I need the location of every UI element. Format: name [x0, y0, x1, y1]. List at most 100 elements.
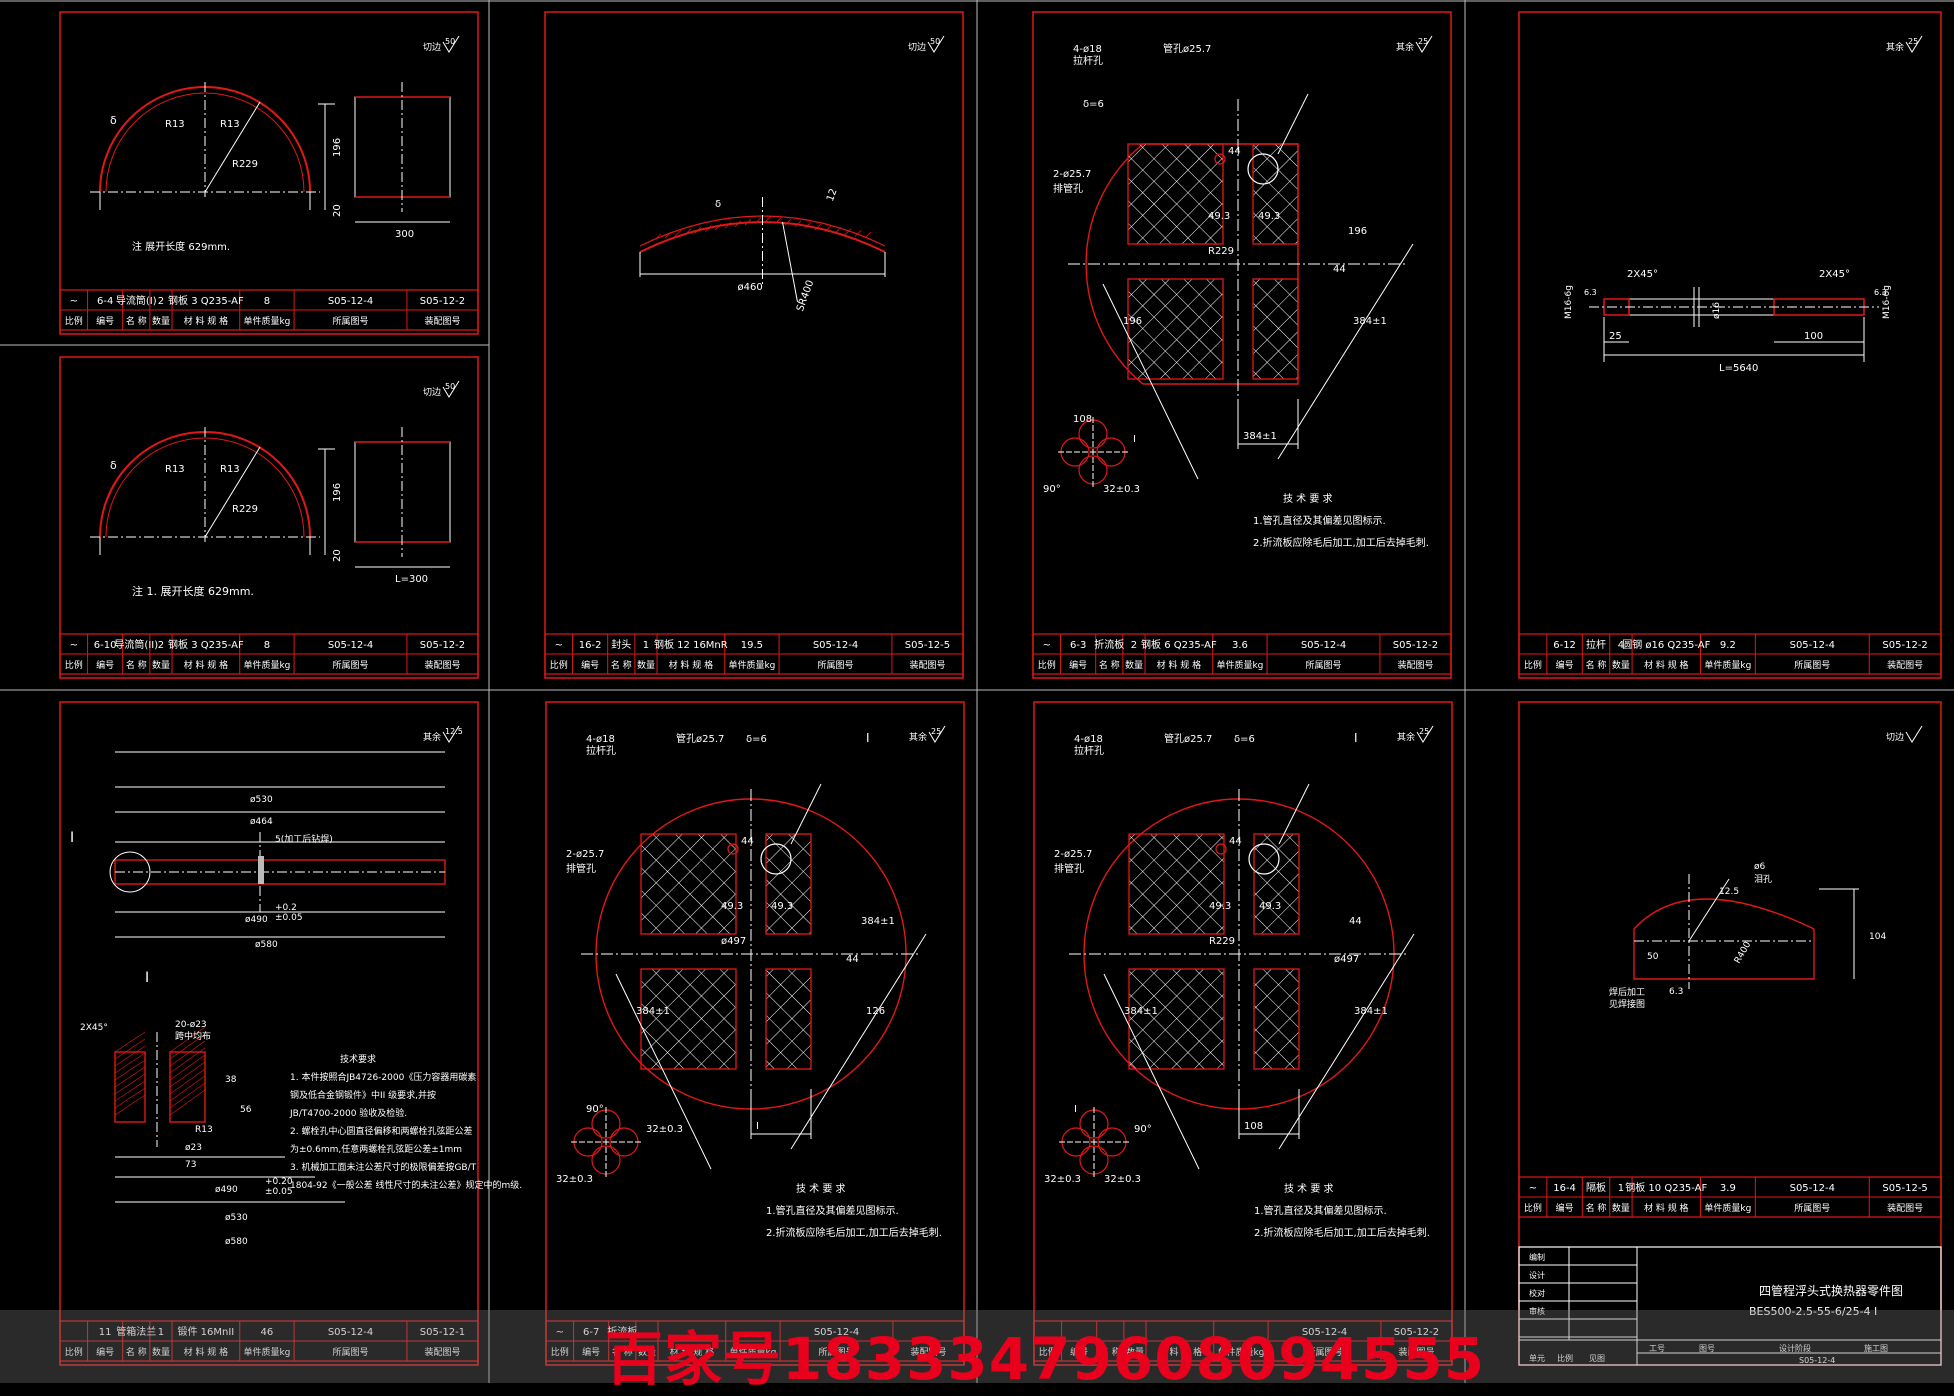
table-cell: 2 [158, 640, 164, 651]
drain-holes-label: 排管孔 [1054, 862, 1084, 875]
table-cell: 6-3 [1070, 640, 1086, 651]
diameter-label: ø530 [250, 795, 273, 805]
dimension-label: 108 [1244, 1121, 1263, 1132]
table-cell: 3.9 [1720, 1183, 1736, 1194]
dimension-label: 49.3 [1258, 211, 1280, 222]
table-cell: S05-12-4 [1790, 640, 1835, 651]
height-label: 196 [332, 483, 343, 502]
table-cell: 6-7 [583, 1327, 599, 1338]
table-cell: 2 [1131, 640, 1137, 651]
table-header: 材 料 规 格 [1157, 659, 1202, 671]
table-header: 名 称 [1586, 1202, 1607, 1214]
diameter-label: ø490 [245, 915, 268, 925]
table-header: 编号 [581, 659, 599, 671]
title-block-row: 设计 [1529, 1270, 1545, 1280]
title-block-footer: S05-12-4 [1799, 1356, 1835, 1365]
table-header: 所属图号 [1794, 660, 1830, 671]
table-cell: S05-12-5 [1882, 1183, 1927, 1194]
table-cell: ~ [70, 640, 78, 651]
table-header: 比例 [65, 659, 83, 671]
table-header: 所属图号 [818, 660, 854, 671]
dimension-label: 44 [1333, 264, 1346, 275]
table-header: 编号 [582, 1346, 600, 1358]
table-header: 材 料 规 格 [184, 1346, 229, 1358]
table-header: 名 称 [1100, 1346, 1121, 1358]
technical-note: 技 术 要 求 [796, 1182, 846, 1195]
table-cell: ~ [1043, 640, 1051, 651]
roughness-label: 切边 [423, 387, 441, 398]
table-header: 数量 [152, 1346, 170, 1358]
roughness-value: 12.5 [1719, 887, 1739, 897]
title-block-footer: 施工图 [1864, 1343, 1888, 1353]
table-header: 编号 [1556, 659, 1574, 671]
height-label: 50 [1647, 952, 1659, 962]
diameter-label: ø580 [255, 940, 278, 950]
thread-label: M16-6g [1882, 285, 1892, 319]
technical-note: 钢及低合金钢锻件》中II 级要求,并按 [290, 1089, 436, 1101]
roughness-value: 25 [1908, 37, 1918, 46]
drawing-sheet-h: 其余25比例编号名 称数量材 料 规 格单件质量kgS05-12-4所属图号S0… [1033, 701, 1453, 1366]
title-block-footer: 见图 [1589, 1354, 1605, 1363]
roughness-value: 25 [1418, 37, 1428, 46]
table-cell: 9.2 [1720, 640, 1736, 651]
table-header: 名 称 [1586, 659, 1607, 671]
table-cell: 钢板 10 Q235-AF [1625, 1181, 1707, 1194]
roughness-value: 6.3 [1669, 987, 1683, 997]
table-header: 单件质量kg [1216, 659, 1263, 671]
table-cell: 钢板 3 Q235-AF [168, 638, 244, 651]
dimension-label: 384±1 [861, 916, 895, 927]
table-cell: S05-12-4 [814, 1327, 859, 1338]
tie-rod-holes-label: 4-ø18 [1073, 44, 1102, 55]
table-cell: 2 [158, 296, 164, 307]
hole-label: 泪孔 [1754, 873, 1772, 885]
length-label: 25 [1609, 331, 1622, 342]
table-header: 比例 [1524, 1202, 1542, 1214]
dimension-label: 44 [846, 954, 859, 965]
roughness-value: 25 [931, 727, 941, 736]
table-cell: 导流筒(I) [116, 294, 157, 307]
height-label: 20 [332, 549, 343, 562]
table-cell: S05-12-1 [420, 1327, 465, 1338]
title-block-row: 审核 [1529, 1306, 1545, 1316]
tie-rod-holes-label: 拉杆孔 [586, 744, 616, 757]
diameter-label: ø580 [225, 1237, 248, 1247]
table-header: 材 料 规 格 [670, 1346, 715, 1358]
table-header: 所属图号 [1307, 1347, 1343, 1358]
chamfer-label: 2X45° [80, 1023, 108, 1033]
drain-holes-label: 2-ø25.7 [1053, 169, 1091, 180]
roughness-label: 其余 [423, 731, 441, 743]
drain-holes-label: 2-ø25.7 [1054, 849, 1092, 860]
table-header: 单件质量kg [729, 1346, 776, 1358]
table-header: 装配图号 [424, 1346, 460, 1358]
tie-rod-holes-label: 4-ø18 [586, 734, 615, 745]
watermark-band [0, 1310, 1954, 1383]
table-cell: S05-12-4 [1790, 1183, 1835, 1194]
dimension-label: 49.3 [721, 901, 743, 912]
dimension-label: 44 [1229, 836, 1242, 847]
tube-hole-label: 管孔ø25.7 [1163, 42, 1211, 55]
table-header: 比例 [65, 315, 83, 327]
table-header: 材 料 规 格 [184, 315, 229, 327]
thickness-label: δ [110, 459, 117, 472]
roughness-label: 切边 [908, 42, 926, 53]
table-header: 所属图号 [1306, 660, 1342, 671]
table-header: 数量 [152, 315, 170, 327]
table-cell: 隔板 [1586, 1181, 1606, 1194]
dimension-label: 32±0.3 [556, 1174, 593, 1185]
table-header: 所属图号 [1794, 1203, 1830, 1214]
dimension-label: 49.3 [1209, 901, 1231, 912]
technical-note: 技 术 要 求 [1283, 492, 1333, 505]
thickness-label: δ=6 [1234, 734, 1255, 745]
tube-hole-label: 管孔ø25.7 [1164, 732, 1212, 745]
table-header: 装配图号 [909, 659, 945, 671]
drain-holes-label: 排管孔 [1053, 182, 1083, 195]
dimension-label: I [756, 1121, 759, 1132]
table-header: 材 料 规 格 [1644, 1202, 1689, 1214]
title-block-row: 编制 [1529, 1252, 1545, 1262]
dimension-label: 90° [1043, 484, 1061, 495]
table-cell: 封头 [611, 638, 631, 651]
table-cell: 3.6 [1232, 640, 1248, 651]
table-header: 单件质量kg [1704, 1202, 1751, 1214]
roughness-value: 25 [1419, 727, 1429, 736]
